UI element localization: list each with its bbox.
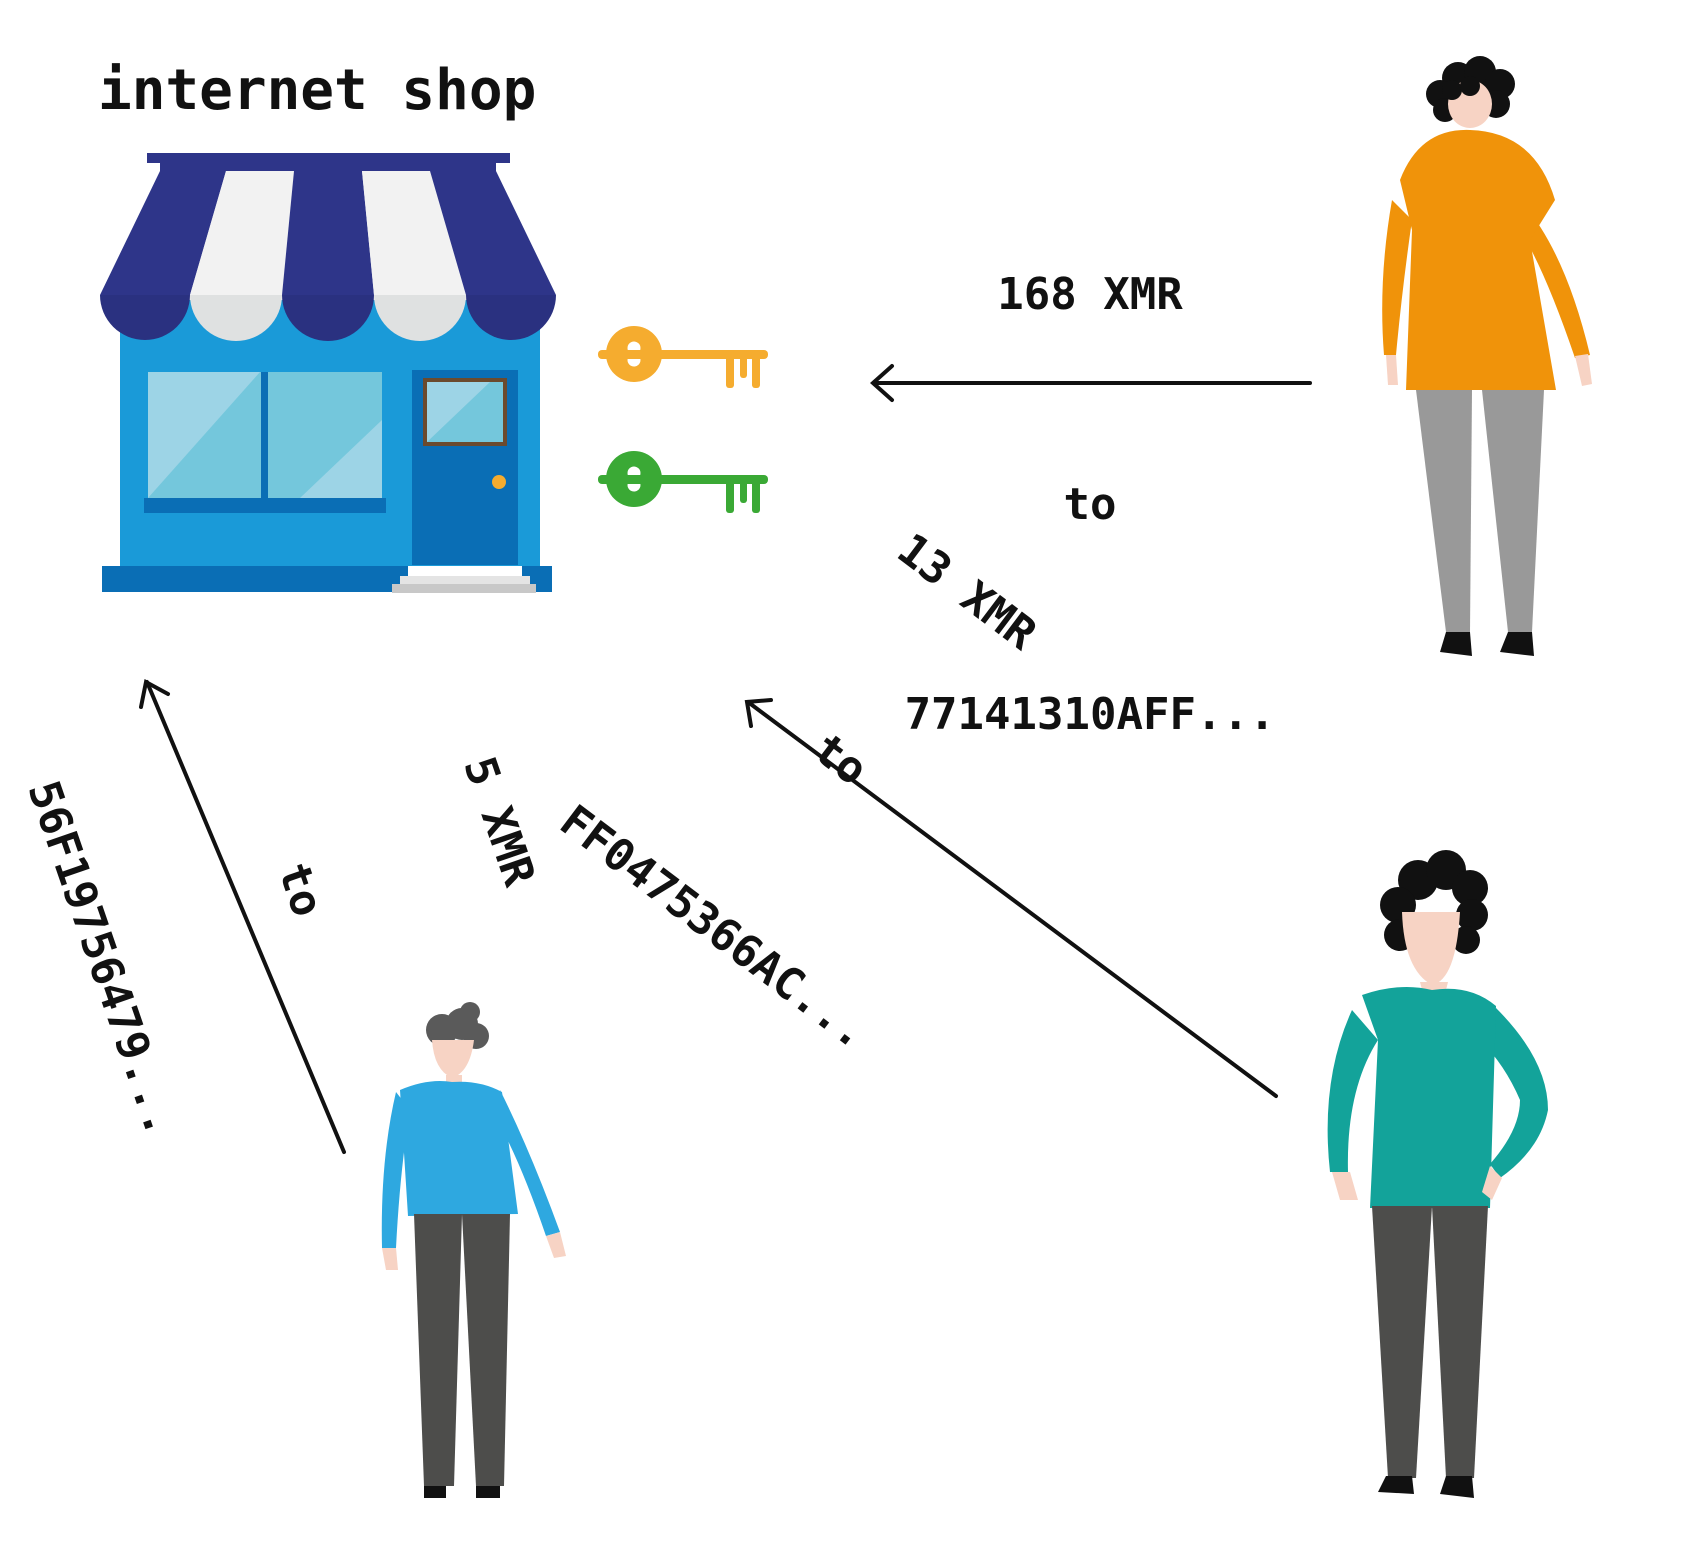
payment-amount: 13 XMR [887, 523, 1046, 661]
person-orange-figure [1382, 56, 1592, 656]
person-blue-figure [381, 1002, 566, 1498]
payment-to: to [1063, 479, 1117, 530]
arrow-top [870, 364, 1312, 402]
person-teal-figure [1327, 850, 1548, 1498]
payment-amount: 5 XMR [453, 750, 545, 893]
payment-to: to [803, 723, 877, 796]
payment-amount: 168 XMR [997, 269, 1183, 320]
payment-to: to [267, 856, 334, 924]
arrow-right [744, 698, 1278, 1098]
arrow-left [139, 678, 346, 1154]
shop-building [100, 153, 556, 593]
key-green-icon [598, 451, 768, 513]
payment-address: 77141310AFF... [904, 689, 1276, 740]
payment-address: 56F19756479... [17, 774, 187, 1142]
shop-title: internet shop [98, 58, 537, 123]
payment-label-top: 168 XMR to 77141310AFF... [870, 120, 1310, 890]
key-orange-icon [598, 326, 768, 388]
